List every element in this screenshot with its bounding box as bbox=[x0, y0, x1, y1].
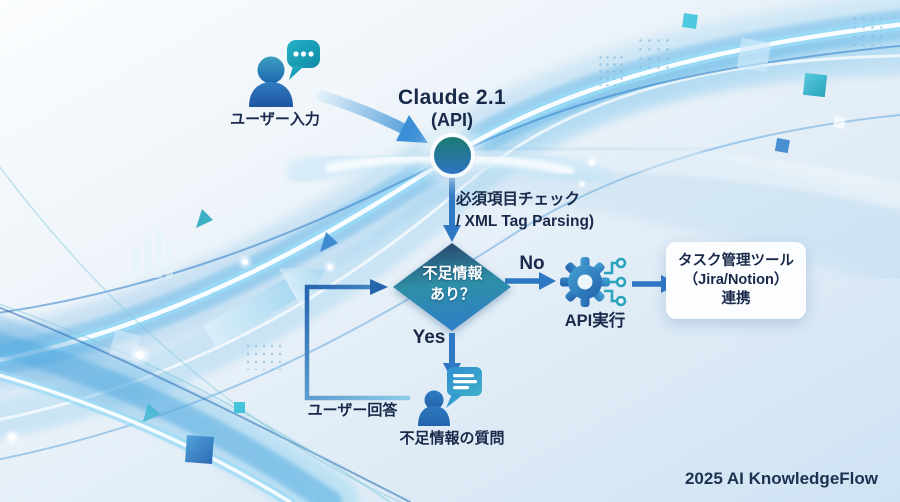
circuit-icon bbox=[604, 257, 627, 307]
question-label: 不足情報の質問 bbox=[399, 430, 505, 447]
person-icon bbox=[249, 56, 293, 107]
decision-label: 不足情報 あり？ bbox=[402, 263, 503, 305]
tasktool-line3: 連携 bbox=[721, 291, 751, 308]
stream-arrow bbox=[203, 268, 326, 347]
arrow-claude-to-decision bbox=[443, 177, 461, 242]
user-input-icon bbox=[243, 33, 325, 109]
branch-no-label: No bbox=[519, 253, 545, 274]
parse-step-label: 必須項目チェック / XML Tag Parsing) bbox=[456, 189, 594, 233]
api-exec-icon bbox=[558, 252, 646, 314]
decision-diamond bbox=[393, 243, 511, 331]
branch-yes-label: Yes bbox=[412, 327, 446, 348]
tasktool-box: タスク管理ツール （Jira/Notion） 連携 bbox=[666, 242, 806, 319]
user-input-label: ユーザー入力 bbox=[230, 111, 320, 128]
question-user-icon bbox=[416, 362, 486, 428]
parse-step-line2: / XML Tag Parsing) bbox=[456, 213, 595, 230]
arrow-no bbox=[505, 272, 556, 290]
tasktool-line2: （Jira/Notion） bbox=[683, 271, 789, 288]
claude-subtitle: (API) bbox=[431, 110, 473, 130]
deco-triangles bbox=[143, 209, 338, 422]
loopback-arrow bbox=[304, 279, 410, 401]
gear-icon bbox=[560, 257, 610, 307]
message-bubble-icon bbox=[446, 367, 482, 408]
claude-title: Claude 2.1 bbox=[397, 86, 507, 109]
bottom-swoosh bbox=[0, 165, 411, 502]
user-answer-label: ユーザー回答 bbox=[307, 402, 398, 419]
decision-line1: 不足情報 bbox=[422, 265, 483, 282]
api-exec-label: API実行 bbox=[564, 312, 626, 330]
arrow-user-to-claude bbox=[316, 90, 428, 143]
speech-bubble-icon bbox=[287, 40, 320, 80]
deco-bars bbox=[133, 229, 173, 278]
tasktool-line1: タスク管理ツール bbox=[678, 252, 794, 269]
person-icon bbox=[418, 390, 450, 426]
parse-step-line1: 必須項目チェック bbox=[456, 191, 581, 208]
glow-dots bbox=[3, 156, 598, 446]
claude-node bbox=[434, 137, 471, 174]
credit-text: 2025 AI KnowledgeFlow bbox=[684, 469, 878, 488]
decision-line2: あり？ bbox=[429, 286, 475, 303]
